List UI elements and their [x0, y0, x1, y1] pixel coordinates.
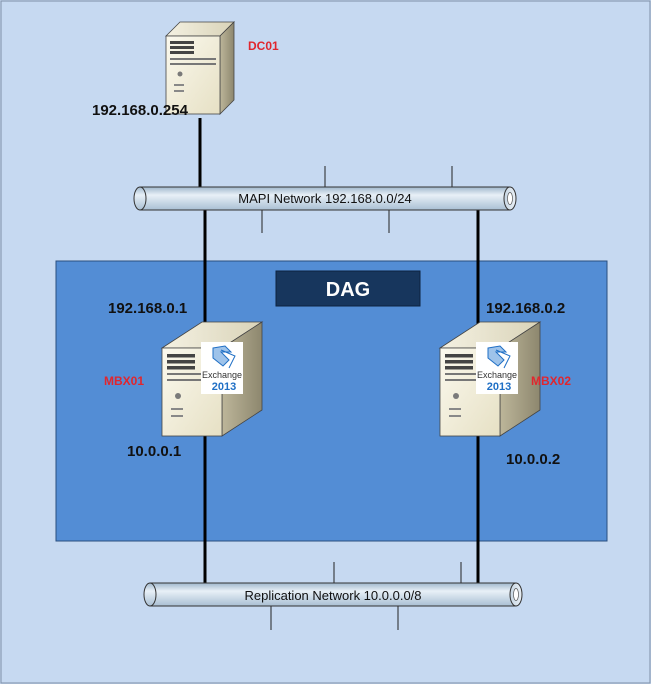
mbx02-product: Exchange	[477, 370, 517, 380]
mapi-network-label: MAPI Network 192.168.0.0/24	[238, 191, 411, 206]
mbx02-version: 2013	[487, 381, 511, 393]
replication-stubs	[270, 562, 462, 630]
mbx02-name: MBX02	[531, 374, 571, 388]
mbx01-product: Exchange	[202, 370, 242, 380]
mbx02-mapi-ip: 192.168.0.2	[486, 300, 565, 317]
exchange-server-icon: Exchange 2013	[476, 342, 518, 394]
replication-network-label: Replication Network 10.0.0.0/8	[244, 588, 421, 603]
dc01-ip: 192.168.0.254	[92, 102, 189, 119]
replication-network-pipe: Replication Network 10.0.0.0/8	[143, 582, 523, 607]
mbx02-repl-ip: 10.0.0.2	[506, 451, 560, 468]
dag-label-box: DAG	[275, 270, 421, 307]
dag-label: DAG	[326, 279, 370, 301]
mbx01-name: MBX01	[104, 374, 144, 388]
dc01-name: DC01	[248, 39, 279, 53]
exchange-server-icon: Exchange 2013	[201, 342, 243, 394]
mbx01-mapi-ip: 192.168.0.1	[108, 300, 187, 317]
mapi-network-pipe: MAPI Network 192.168.0.0/24	[133, 186, 517, 211]
mbx01-version: 2013	[212, 381, 236, 393]
mapi-stubs	[261, 166, 453, 233]
server-tower-icon	[165, 21, 235, 115]
mbx01-repl-ip: 10.0.0.1	[127, 443, 181, 460]
